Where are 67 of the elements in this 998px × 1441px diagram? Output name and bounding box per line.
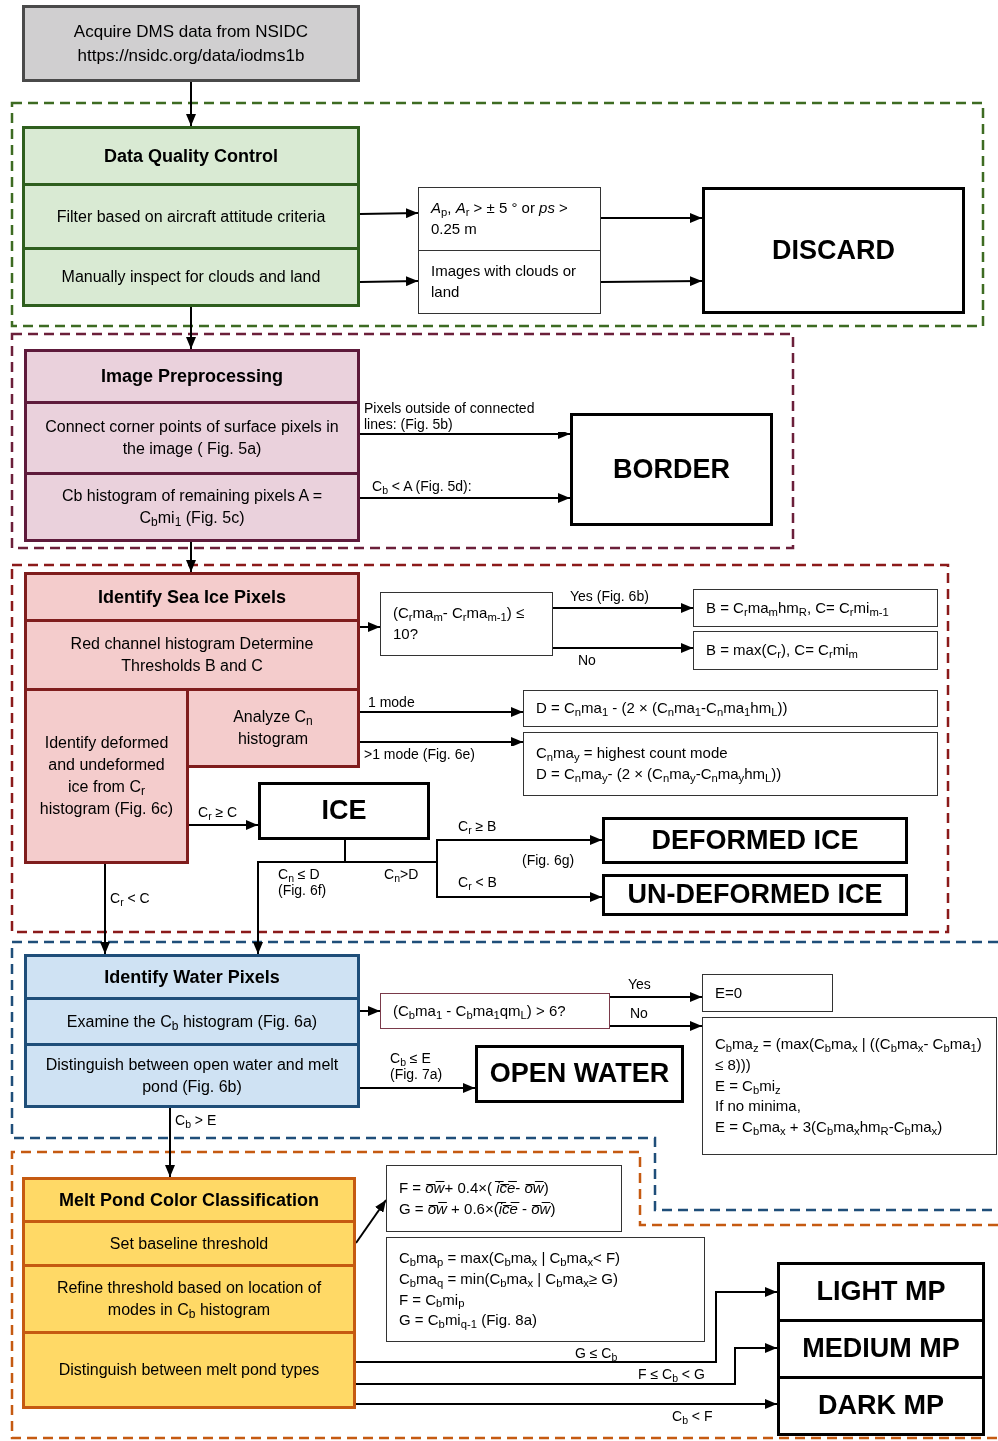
process-box: Identify deformed and undeformed ice from C$_{r}$ histogram (Fig. 6c) <box>24 688 189 864</box>
edge-label: >1 mode (Fig. 6e) <box>364 746 514 762</box>
condition-box: F = o̅w̅+ 0.4×( i̅c̅e̅- o̅w̅) G = o̅w̅ + 0.6×(i̅c̅e̅ - o̅w̅) <box>386 1165 622 1232</box>
arrow <box>100 863 110 955</box>
heading-box: Image Preprocessing <box>24 349 360 404</box>
process-box: Manually inspect for clouds and land <box>22 247 360 307</box>
condition-box: C$_{b}$ma$_{z}$ = (max(C$_{b}$ma$_{x}$ | ((C$_{b}$ma$_{x}$- C$_{b}$ma$_{1}$) ≤ 8))) E = C$_{b}$mi$_{z}$ If no minima, E = C$_{b}$ma$_{x}$ + 3(C$_{b}$ma$_{x}$hm$_{R}$-C$_{b}$ma$_{x}$) <box>702 1017 997 1155</box>
arrow <box>359 208 419 219</box>
condition-box: C$_{n}$ma$_{y}$ = highest count mode D = C$_{n}$ma$_{y}$- (2 × (C$_{n}$ma$_{y}$-C$_{n}$ma$_{y}$hm$_{L}$)) <box>523 732 938 796</box>
outcome-box: DISCARD <box>702 187 965 314</box>
process-box: Analyze C$_{n}$ histogram <box>186 688 360 768</box>
arrow <box>359 1006 381 1016</box>
arrow <box>355 1287 778 1363</box>
outcome-box: DARK MP <box>777 1376 985 1436</box>
process-box: Distinguish between melt pond types <box>22 1331 356 1409</box>
process-box: Refine threshold based on location of modes in C$_{b}$ histogram <box>22 1264 356 1334</box>
arrow <box>188 820 259 830</box>
condition-box: E=0 <box>702 974 833 1012</box>
arrow <box>359 1083 476 1093</box>
arrow <box>552 603 694 613</box>
outcome-box: LIGHT MP <box>777 1262 985 1322</box>
outcome-box: ICE <box>258 782 430 840</box>
arrow <box>355 1199 387 1244</box>
condition-box: B = max(C$_{r}$), C= C$_{r}$mi$_{m}$ <box>693 631 938 670</box>
process-box: Set baseline threshold <box>22 1220 356 1267</box>
heading-box: Melt Pond Color Classification <box>22 1177 356 1223</box>
arrow <box>165 1107 175 1178</box>
arrow <box>355 1399 778 1409</box>
condition-box: (C$_{r}$ma$_{m}$- C$_{r}$ma$_{m-1}$) ≤ 10? <box>380 592 553 656</box>
arrow <box>609 992 703 1002</box>
condition-box: B = C$_{r}$ma$_{m}$hm$_{R}$, C= C$_{r}$mi$_{m-1}$ <box>693 589 938 627</box>
arrow <box>253 839 346 955</box>
heading-box: Identify Sea Ice Pixels <box>24 572 360 622</box>
arrow <box>359 737 524 747</box>
process-box: Filter based on aircraft attitude criteria <box>22 183 360 250</box>
condition-box: (C$_{b}$ma$_{1}$ - C$_{b}$ma$_{1}$qm$_{L}$) > 6? <box>380 993 610 1029</box>
condition-box: C$_{b}$ma$_{p}$ = max(C$_{b}$ma$_{x}$ | C$_{b}$ma$_{x}$< F) C$_{b}$ma$_{q}$ = min(C$_{b}$ma$_{x}$ | C$_{b}$ma$_{x}$≥ G) F = C$_{b}$mi$_{p}$ G = C$_{b}$mi$_{q-1}$ (Fig. 8a) <box>386 1237 705 1342</box>
condition-box: Images with clouds or land <box>418 250 601 314</box>
heading-box: Identify Water Pixels <box>24 954 360 1000</box>
arrow <box>186 81 196 127</box>
arrow <box>186 306 196 350</box>
process-box: Distinguish between open water and melt pond (Fig. 6b) <box>24 1043 360 1108</box>
arrow <box>359 622 381 632</box>
arrow <box>186 541 196 573</box>
process-box: Acquire DMS data from NSIDC https://nsidc.org/data/iodms1b <box>22 5 360 82</box>
arrow <box>359 707 524 717</box>
arrow <box>552 643 694 653</box>
arrow <box>359 276 419 287</box>
arrow <box>600 213 703 223</box>
condition-label: C$_{n}$>D <box>384 866 419 882</box>
arrow <box>609 1021 703 1031</box>
process-box: Connect corner points of surface pixels in the image ( Fig. 5a) <box>24 401 360 475</box>
arrow <box>600 276 703 287</box>
process-box: Examine the C$_{b}$ histogram (Fig. 6a) <box>24 997 360 1046</box>
process-box: Red channel histogram Determine Thresholds B and C <box>24 619 360 691</box>
process-box: Cb histogram of remaining pixels A = C$_{b}$mi$_{1}$ (Fig. 5c) <box>24 472 360 542</box>
arrow <box>355 1343 778 1385</box>
outcome-box: MEDIUM MP <box>777 1319 985 1379</box>
heading-box: Data Quality Control <box>22 126 360 186</box>
arrow <box>359 493 571 503</box>
outcome-box: DEFORMED ICE <box>602 817 908 864</box>
condition-box: D = C$_{n}$ma$_{1}$ - (2 × (C$_{n}$ma$_{1}$-C$_{n}$ma$_{1}$hm$_{L}$)) <box>523 690 938 727</box>
condition-box: A$_{p}$, A$_{r}$ > ± 5 ° or ps > 0.25 m <box>418 187 601 251</box>
outcome-box: OPEN WATER <box>475 1045 684 1103</box>
outcome-box: UN-DEFORMED ICE <box>602 874 908 916</box>
outcome-box: BORDER <box>570 413 773 526</box>
condition-label: (Fig. 6g) <box>522 852 575 868</box>
